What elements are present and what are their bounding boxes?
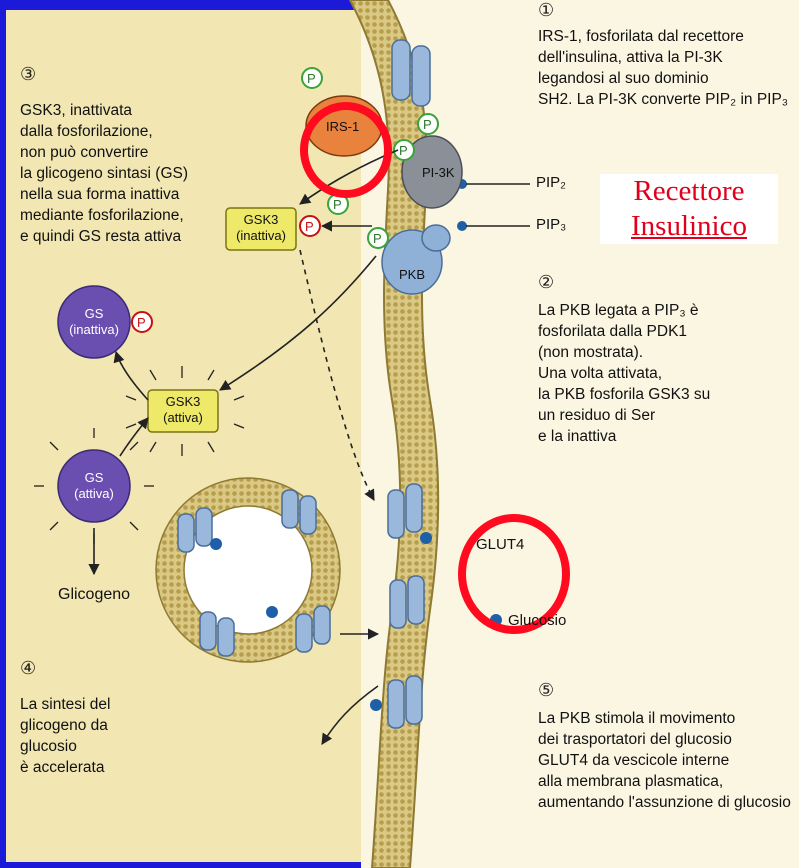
gs-active-line1: GS (85, 470, 104, 485)
gsk3-active-line1: GSK3 (166, 394, 201, 409)
glut4-label: GLUT4 (476, 534, 524, 555)
step2-text: La PKB legata a PIP₃ è fosforilata dalla… (538, 300, 788, 447)
step4-number: ④ (20, 658, 36, 679)
gs-inactive-label: GS (inattiva) (58, 306, 130, 338)
step3-line: nella sua forma inattiva (20, 184, 260, 205)
gs-active-line2: (attiva) (74, 486, 114, 501)
step3-line: e quindi GS resta attiva (20, 226, 260, 247)
step2-line: Una volta attivata, (538, 363, 788, 384)
annotation-line1: Recettore (600, 174, 778, 209)
step2-line: La PKB legata a PIP₃ è (538, 300, 788, 321)
gs-inactive-line2: (inattiva) (69, 322, 119, 337)
step4-line: glucosio (20, 736, 170, 757)
annotation-line2: Insulinico (600, 209, 778, 244)
phosphate-label: P (423, 114, 432, 135)
pi3k-label: PI-3K (422, 162, 455, 183)
gs-active-label: GS (attiva) (58, 470, 130, 502)
step2-line: un residuo di Ser (538, 405, 788, 426)
phosphate-label: P (333, 194, 342, 215)
gs-inactive-line1: GS (85, 306, 104, 321)
step5-line: aumentando l'assunzione di glucosio (538, 792, 796, 813)
step5-line: alla membrana plasmatica, (538, 771, 796, 792)
gsk3-active-line2: (attiva) (163, 410, 203, 425)
step1-text: IRS-1, fosforilata dal recettore dell'in… (538, 26, 794, 110)
step1-line: SH2. La PI-3K converte PIP₂ in PIP₃ (538, 89, 794, 110)
gsk3-active-label: GSK3 (attiva) (148, 394, 218, 426)
glucosio-label: Glucosio (508, 610, 566, 631)
step5-line: dei trasportatori del glucosio (538, 729, 796, 750)
step3-text: GSK3, inattivata dalla fosforilazione, n… (20, 100, 260, 247)
insulin-receptor-annotation: Recettore Insulinico (600, 174, 778, 244)
step2-line: e la inattiva (538, 426, 788, 447)
step3-line: GSK3, inattivata (20, 100, 260, 121)
step1-line: legandosi al suo dominio (538, 68, 794, 89)
step3-line: mediante fosforilazione, (20, 205, 260, 226)
step1-line: IRS-1, fosforilata dal recettore (538, 26, 794, 47)
step5-text: La PKB stimola il movimento dei trasport… (538, 708, 796, 813)
phosphate-label: P (137, 312, 146, 333)
phosphate-label: P (399, 140, 408, 161)
step2-line: la PKB fosforila GSK3 su (538, 384, 788, 405)
step4-line: La sintesi del (20, 694, 170, 715)
phosphate-label: P (307, 68, 316, 89)
glicogeno-label: Glicogeno (58, 584, 130, 605)
step3-line: non può convertire (20, 142, 260, 163)
phosphate-label: P (305, 216, 314, 237)
step5-number: ⑤ (538, 680, 554, 701)
membrane-glut4-transporters (388, 484, 424, 728)
step4-line: glicogeno da (20, 715, 170, 736)
irs1-label: IRS-1 (326, 116, 359, 137)
step5-line: GLUT4 da vescicole interne (538, 750, 796, 771)
pkb-label: PKB (399, 264, 425, 285)
step4-line: è accelerata (20, 757, 170, 778)
step3-line: la glicogeno sintasi (GS) (20, 163, 260, 184)
phosphate-label: P (373, 228, 382, 249)
step1-number: ① (538, 0, 554, 21)
step5-line: La PKB stimola il movimento (538, 708, 796, 729)
step2-number: ② (538, 272, 554, 293)
step3-line: dalla fosforilazione, (20, 121, 260, 142)
step1-line: dell'insulina, attiva la PI-3K (538, 47, 794, 68)
step2-line: (non mostrata). (538, 342, 788, 363)
step2-line: fosforilata dalla PDK1 (538, 321, 788, 342)
step4-text: La sintesi del glicogeno da glucosio è a… (20, 694, 170, 778)
step3-number: ③ (20, 64, 36, 85)
pip2-label: PIP₂ (536, 172, 566, 193)
pip3-label: PIP₃ (536, 214, 566, 235)
